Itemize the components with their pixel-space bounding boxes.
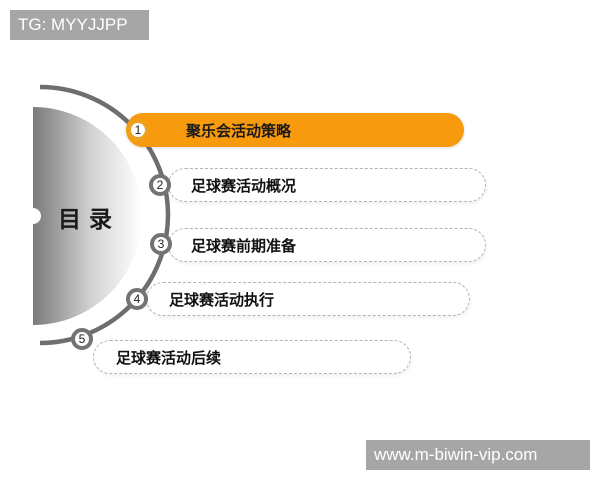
toc-number-4: 4 — [126, 288, 148, 310]
toc-item-label: 聚乐会活动策略 — [186, 121, 292, 140]
toc-item-1[interactable]: 聚乐会活动策略 — [126, 113, 464, 147]
toc-item-2[interactable]: 足球赛活动概况 — [168, 168, 486, 202]
toc-title: 目录 — [58, 207, 120, 233]
half-disc — [33, 107, 142, 325]
toc-number-1: 1 — [127, 119, 149, 141]
watermark-bottom: www.m-biwin-vip.com — [366, 440, 590, 470]
toc-item-label: 足球赛活动后续 — [116, 348, 222, 367]
disc-notch — [25, 208, 41, 224]
watermark-top: TG: MYYJJPP — [10, 10, 149, 40]
toc-item-label: 足球赛活动概况 — [191, 176, 297, 195]
toc-number-2: 2 — [149, 174, 171, 196]
toc-number-5: 5 — [71, 328, 93, 350]
toc-item-3[interactable]: 足球赛前期准备 — [168, 228, 486, 262]
toc-item-label: 足球赛活动执行 — [169, 290, 275, 309]
toc-item-label: 足球赛前期准备 — [191, 236, 297, 255]
toc-item-4[interactable]: 足球赛活动执行 — [146, 282, 470, 316]
toc-number-3: 3 — [150, 233, 172, 255]
toc-item-5[interactable]: 足球赛活动后续 — [93, 340, 411, 374]
outer-arc — [39, 84, 171, 346]
